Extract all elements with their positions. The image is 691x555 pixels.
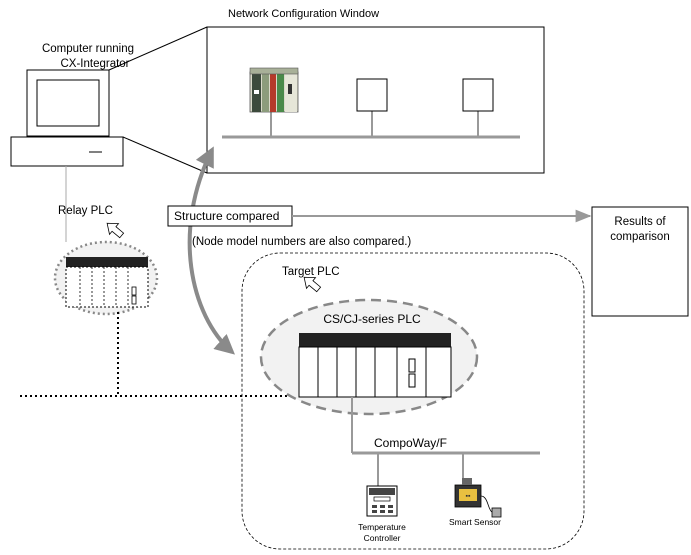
results-box: Results of comparison bbox=[591, 206, 689, 317]
computer: Computer running CX-Integrator bbox=[10, 43, 134, 167]
svg-text:▪▪: ▪▪ bbox=[466, 493, 471, 500]
compoway-bus: CompoWay/F bbox=[351, 397, 540, 486]
compoway-label: CompoWay/F bbox=[374, 436, 447, 450]
temperature-label-line1: Temperature bbox=[358, 522, 406, 532]
compare-double-arrow bbox=[187, 146, 235, 355]
temperature-controller: Temperature Controller bbox=[358, 485, 406, 543]
cs-cj-plc-top bbox=[299, 333, 451, 347]
structure-compared: Structure compared (Node model numbers a… bbox=[167, 205, 592, 248]
computer-label-line1: Computer running bbox=[42, 43, 134, 55]
results-line1: Results of bbox=[614, 216, 666, 228]
network-config-window: Network Configuration Window bbox=[206, 8, 545, 174]
network-window-title: Network Configuration Window bbox=[228, 8, 379, 20]
zoom-line bbox=[122, 136, 208, 174]
cs-cj-plc-label: CS/CJ-series PLC bbox=[323, 312, 421, 326]
smart-sensor: ▪▪ Smart Sensor bbox=[449, 478, 502, 527]
relay-plc-top bbox=[66, 257, 148, 267]
target-pointer-arrow bbox=[303, 276, 322, 293]
target-plc-label: Target PLC bbox=[282, 266, 340, 278]
structure-compared-label: Structure compared bbox=[174, 209, 279, 223]
relay-pointer-arrow bbox=[106, 222, 125, 239]
node-box bbox=[356, 78, 388, 112]
node-box bbox=[462, 78, 494, 112]
computer-label-line2: CX-Integrator bbox=[60, 58, 129, 70]
temperature-label-line2: Controller bbox=[364, 533, 401, 543]
relay-plc-label: Relay PLC bbox=[58, 205, 113, 217]
computer-base bbox=[10, 136, 124, 167]
target-plc-region: Target PLC bbox=[241, 252, 585, 550]
relay-plc: Relay PLC bbox=[53, 205, 159, 316]
zoom-line bbox=[108, 26, 208, 71]
plc-icon bbox=[249, 67, 299, 113]
node-note: (Node model numbers are also compared.) bbox=[192, 236, 411, 248]
smart-sensor-label: Smart Sensor bbox=[449, 517, 501, 527]
cs-cj-plc: CS/CJ-series PLC bbox=[259, 298, 479, 416]
results-line2: comparison bbox=[610, 231, 669, 243]
